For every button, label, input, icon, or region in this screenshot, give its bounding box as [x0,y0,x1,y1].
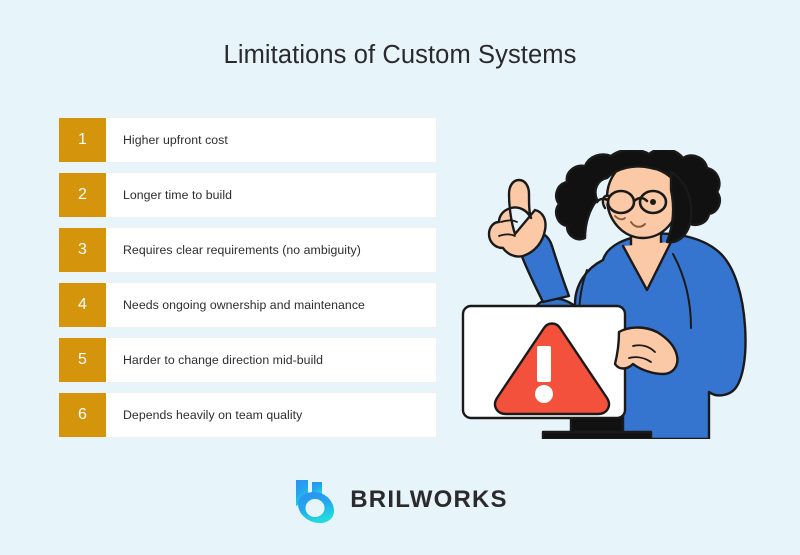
list-item: 6 Depends heavily on team quality [58,392,437,438]
list-item: 3 Requires clear requirements (no ambigu… [58,227,437,273]
illustration [455,150,755,445]
brand-footer: BRILWORKS [0,476,800,524]
list-item-number: 4 [59,283,106,327]
brilworks-logo-icon [292,476,338,524]
list-item-label: Longer time to build [123,188,233,202]
list-item-number: 2 [59,173,106,217]
list-item: 5 Harder to change direction mid-build [58,337,437,383]
warning-triangle-icon [493,322,611,416]
pointing-hand [487,178,547,258]
list-item-label: Harder to change direction mid-build [123,353,324,367]
resting-hand [613,326,679,376]
brand-name: BRILWORKS [350,486,508,513]
monitor [461,304,653,439]
list-item-label: Requires clear requirements (no ambiguit… [123,243,361,257]
list-item-label: Depends heavily on team quality [123,408,303,422]
list-item: 4 Needs ongoing ownership and maintenanc… [58,282,437,328]
limitations-list: 1 Higher upfront cost 2 Longer time to b… [58,117,437,438]
list-item-label: Higher upfront cost [123,133,228,147]
list-item: 2 Longer time to build [58,172,437,218]
list-item-label: Needs ongoing ownership and maintenance [123,298,365,312]
list-item-number: 6 [59,393,106,437]
page-title: Limitations of Custom Systems [223,41,577,69]
list-item-number: 3 [59,228,106,272]
list-item: 1 Higher upfront cost [58,117,437,163]
list-item-number: 1 [59,118,106,162]
list-item-number: 5 [59,338,106,382]
